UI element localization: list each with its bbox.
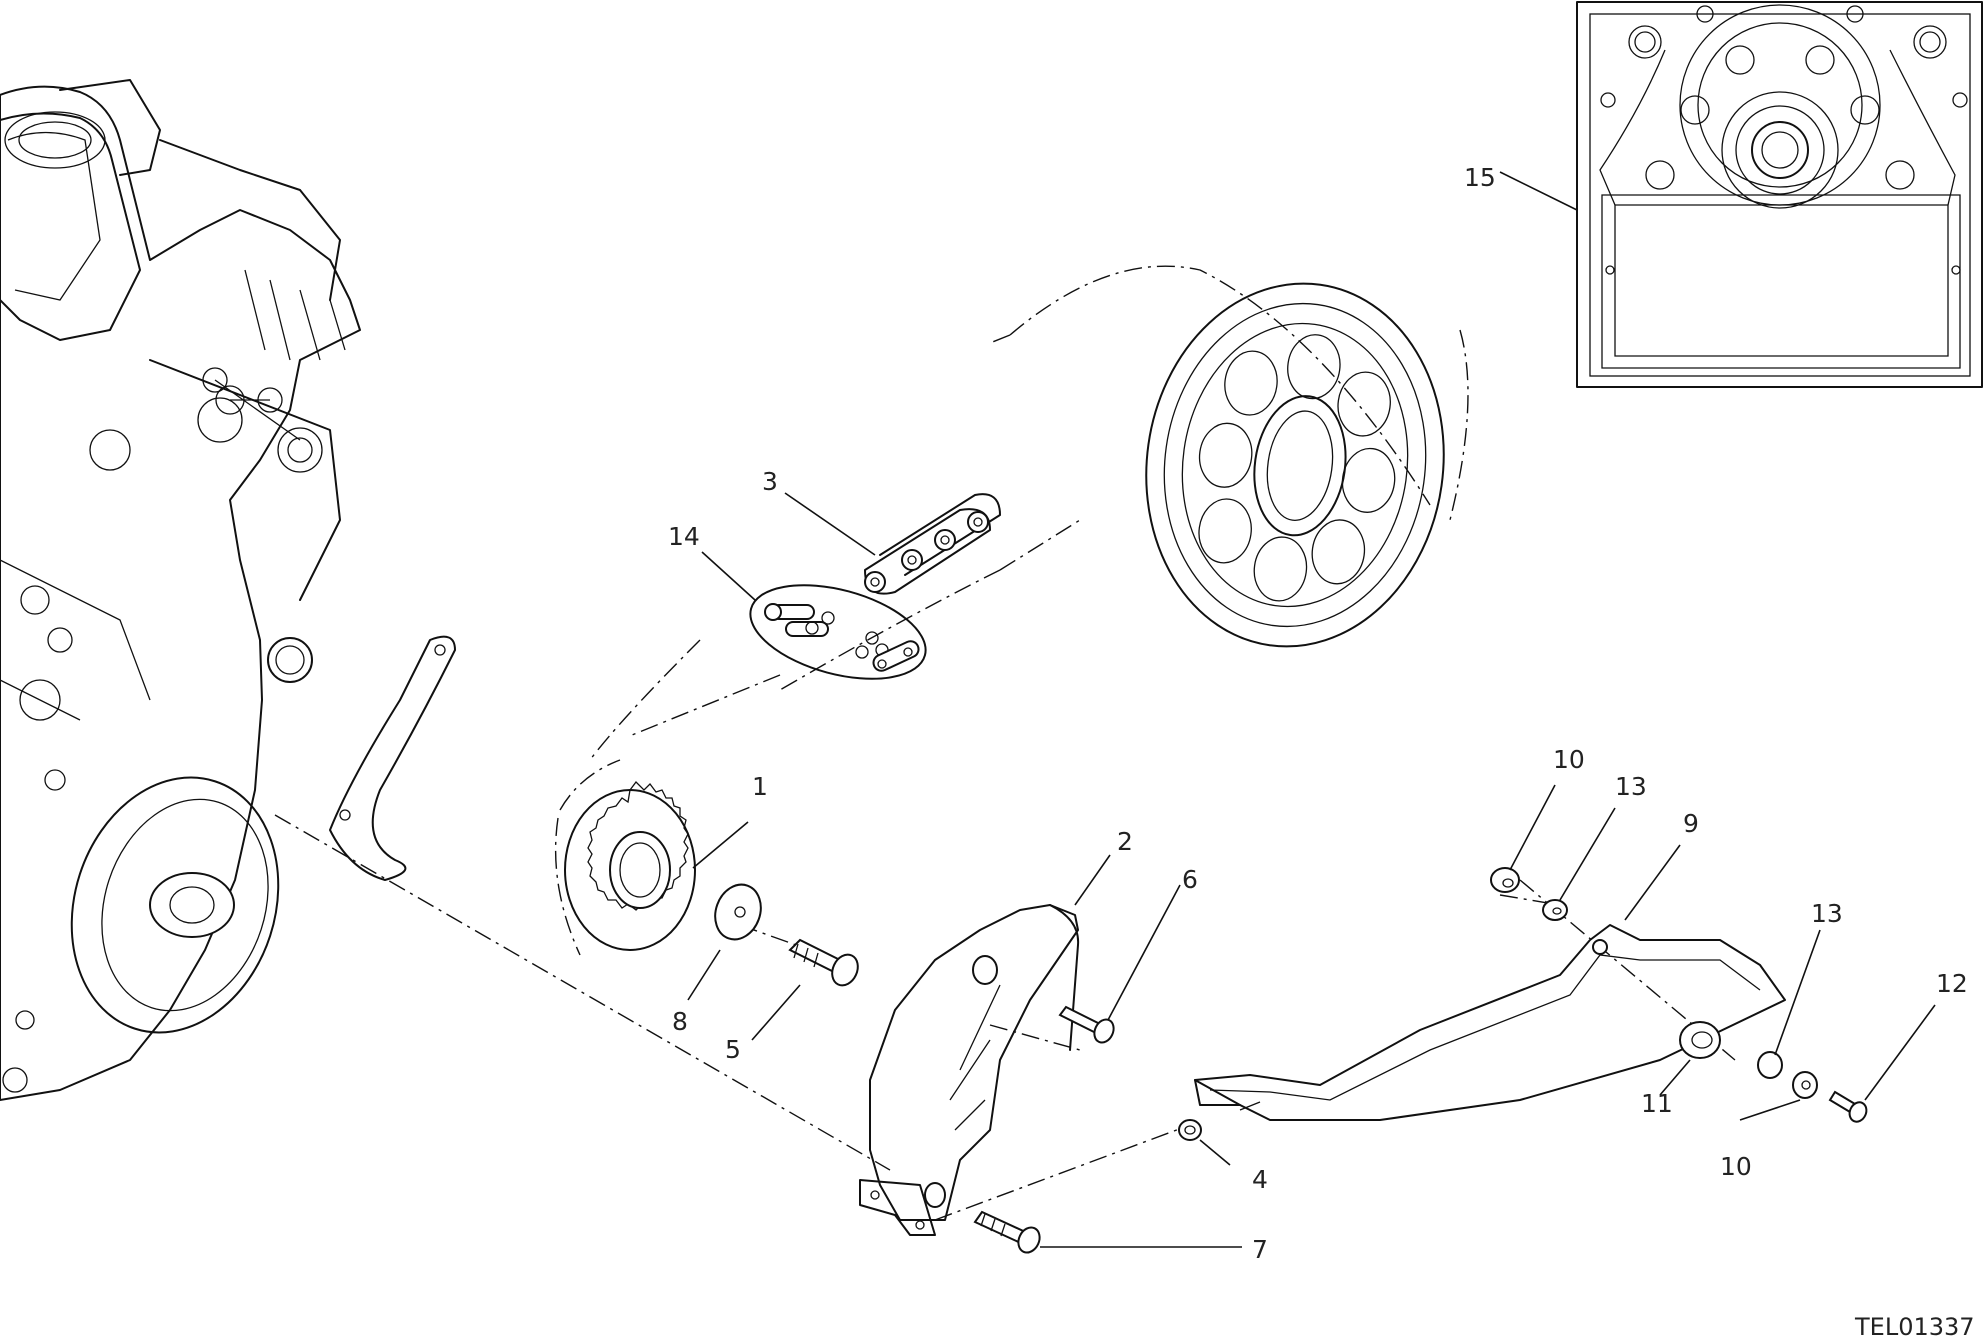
chain-guard [1194,924,1786,1121]
sprocket-washer [714,883,762,941]
cover-screw [1058,1005,1115,1044]
guard-screw [1828,1090,1868,1123]
cover-gasket [329,635,456,881]
callout-10-upper: 10 [1553,745,1585,774]
sprocket-cover [859,904,1080,1236]
callout-7: 7 [1252,1235,1268,1264]
callout-10-lower: 10 [1720,1152,1752,1181]
cover-screw-long [973,1210,1041,1254]
washer-upper [1490,867,1520,893]
spacer [1178,1119,1202,1141]
inset-panel [1576,1,1983,388]
callout-13-upper: 13 [1615,772,1647,801]
leader-lines [687,171,1936,1248]
chain-path [274,265,1736,1221]
callout-3: 3 [762,467,778,496]
callout-5: 5 [725,1035,741,1064]
callout-13-lower: 13 [1811,899,1843,928]
washer-13-upper [1542,899,1568,921]
callout-12: 12 [1936,969,1968,998]
sprocket-screw [788,938,859,987]
callout-15: 15 [1464,163,1496,192]
washer-13-lower [1757,1051,1783,1079]
callout-11: 11 [1641,1089,1673,1118]
front-sprocket [564,781,696,951]
callout-14: 14 [668,522,700,551]
rear-sprocket [1145,282,1445,648]
callout-9: 9 [1683,809,1699,838]
bushing [1679,1021,1721,1059]
callout-1: 1 [752,772,768,801]
engine-block [0,79,361,1101]
callout-2: 2 [1117,827,1133,856]
chain-segment [864,493,1001,595]
callout-8: 8 [672,1007,688,1036]
figure-code: TEL01337 [1854,1313,1975,1341]
callout-labels: 1 2 3 4 5 6 7 8 9 10 13 11 10 13 12 14 1… [668,163,1968,1264]
callout-6: 6 [1182,865,1198,894]
callout-4: 4 [1252,1165,1268,1194]
chain-link-kit [749,584,927,680]
washer-lower [1792,1071,1818,1099]
